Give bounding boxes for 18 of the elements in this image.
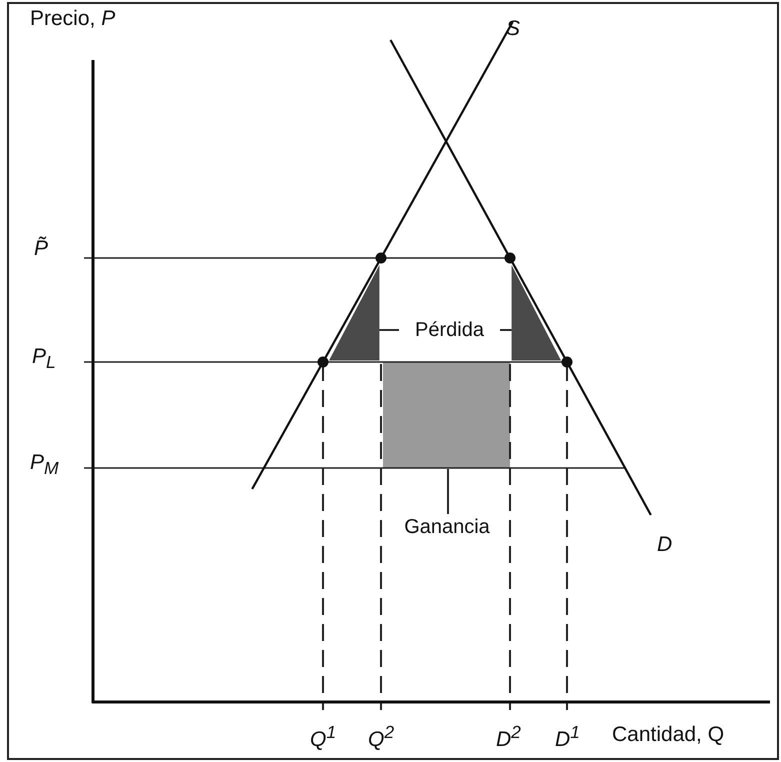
quantity-label: D$^{1}$ — [555, 724, 580, 750]
leader-line — [447, 469, 449, 514]
leader-line — [500, 329, 512, 331]
loss-triangle — [512, 265, 561, 360]
quantity-label: Q$^{2}$ — [368, 724, 394, 750]
quantity-label: D$^{2}$ — [496, 724, 521, 750]
price-label: P$_{L}$ — [32, 346, 56, 372]
axis-title: Cantidad, Q — [612, 724, 724, 745]
curve-label: D — [657, 534, 672, 555]
gain-rectangle — [383, 362, 510, 468]
leader-line — [379, 329, 399, 331]
area-label: Ganancia — [404, 517, 490, 537]
area-label: Pérdida — [415, 320, 484, 340]
loss-triangle — [329, 265, 380, 360]
axis-title: Precio, P — [30, 8, 116, 29]
price-label: P$_{M}$ — [30, 452, 59, 478]
quantity-label: Q$^{1}$ — [310, 724, 336, 750]
price-label: P̃ — [34, 238, 48, 259]
